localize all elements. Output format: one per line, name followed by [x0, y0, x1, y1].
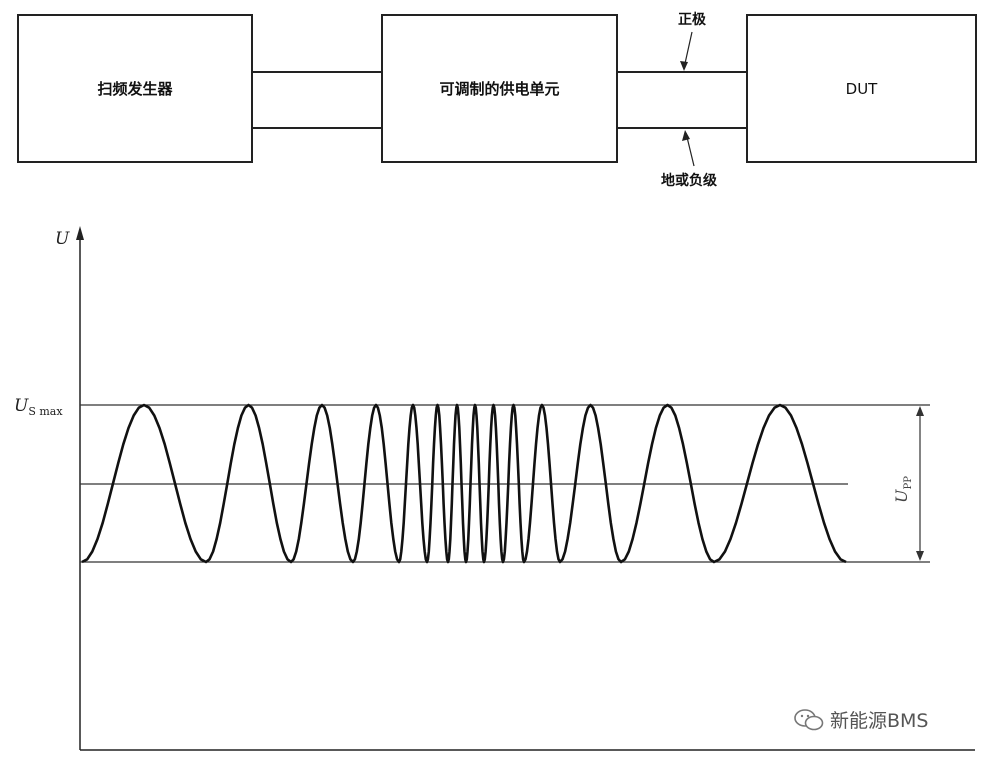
svg-text:UPP: UPP: [892, 476, 914, 503]
y-axis-arrowhead: [76, 226, 84, 240]
positive-terminal-label: 正极: [678, 12, 706, 28]
wechat-icon: [794, 708, 824, 731]
pp-label: UPP: [892, 476, 914, 503]
ground-arrowhead: [682, 130, 690, 141]
power-supply-block: 可调制的供电单元: [381, 14, 618, 163]
dut-label: DUT: [845, 79, 878, 98]
pp-arrow-bottom: [916, 551, 924, 561]
watermark: 新能源BMS: [794, 706, 929, 733]
max-level-label: US max: [14, 396, 63, 418]
pp-arrow-top: [916, 406, 924, 416]
y-axis-label: U: [55, 229, 70, 249]
sweep-waveform: [81, 403, 847, 564]
sweep-generator-block: 扫频发生器: [17, 14, 253, 163]
watermark-text: 新能源BMS: [830, 710, 929, 732]
sweep-generator-label: 扫频发生器: [97, 80, 173, 98]
ground-terminal-label: 地或负级: [661, 173, 717, 189]
positive-arrowhead: [680, 61, 688, 71]
dut-block: DUT: [746, 14, 977, 163]
power-supply-label: 可调制的供电单元: [439, 80, 560, 98]
